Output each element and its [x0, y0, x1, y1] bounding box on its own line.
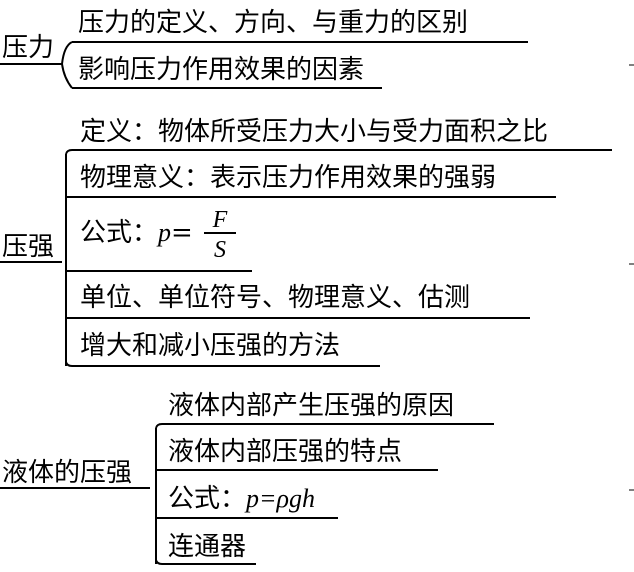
- formula-numerator: F: [212, 207, 228, 233]
- pressure-intensity-units: 单位、单位符号、物理意义、估测: [80, 283, 471, 313]
- root-pressure: 压力: [2, 33, 55, 63]
- liquid-pressure-features: 液体内部压强的特点: [168, 437, 403, 467]
- liquid-pressure-cause: 液体内部产生压强的原因: [168, 391, 455, 421]
- formula-lhs: p: [158, 218, 172, 247]
- pressure-intensity-definition: 定义：物体所受压力大小与受力面积之比: [80, 117, 549, 147]
- formula-denominator: S: [214, 237, 226, 263]
- formula-prefix: 公式：: [80, 218, 159, 248]
- liquid-formula-prefix: 公式：: [168, 484, 247, 514]
- pressure-intensity-physical-meaning: 物理意义：表示压力作用效果的强弱: [80, 163, 497, 193]
- liquid-pressure-formula: 公式：p=ρgh: [168, 484, 316, 514]
- pressure-intensity-formula: 公式：p=: [80, 218, 193, 248]
- root-pressure-intensity: 压强: [2, 232, 55, 262]
- root-liquid-pressure: 液体的压强: [2, 458, 133, 488]
- pressure-intensity-methods: 增大和减小压强的方法: [80, 331, 341, 361]
- pressure-item-effect-factors: 影响压力作用效果的因素: [78, 55, 365, 85]
- pressure-item-definition: 压力的定义、方向、与重力的区别: [78, 8, 469, 38]
- liquid-formula-expr: p=ρgh: [246, 484, 316, 513]
- liquid-pressure-connected-vessels: 连通器: [168, 532, 247, 562]
- formula-equals: =: [171, 218, 193, 248]
